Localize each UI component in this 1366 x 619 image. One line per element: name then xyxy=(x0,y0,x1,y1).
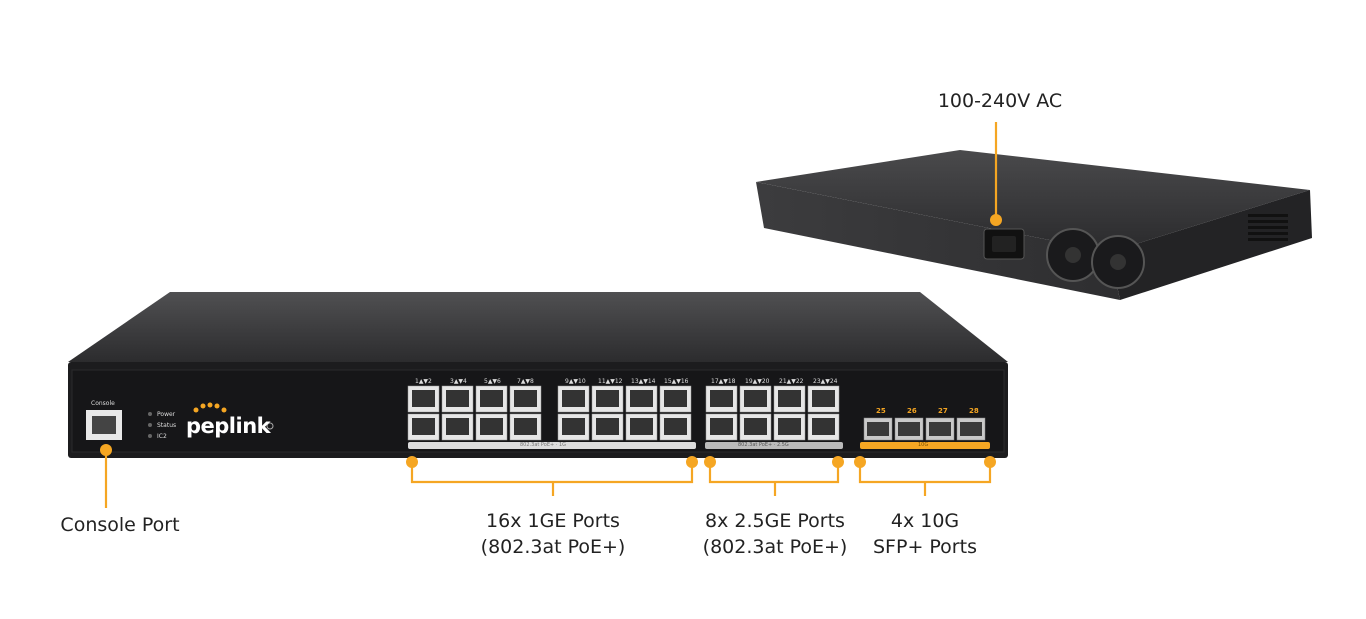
rj45-port-hole xyxy=(480,418,503,435)
ge25-ports-line2: (802.3at PoE+) xyxy=(702,536,848,558)
rj45-port-hole xyxy=(630,390,653,407)
brand-logo: peplink xyxy=(186,414,271,438)
ports-1ge-group-b xyxy=(557,385,692,441)
console-label: Console xyxy=(91,400,115,407)
port-label: 21▲▼22 xyxy=(779,378,804,385)
rj45-port-hole xyxy=(812,390,835,407)
sfp-cage-opening xyxy=(929,422,951,436)
rj45-port-hole xyxy=(596,390,619,407)
port-label: 15▲▼16 xyxy=(664,378,689,385)
sfp-number: 26 xyxy=(907,407,917,415)
rj45-port-hole xyxy=(630,418,653,435)
rj45-port-hole xyxy=(778,390,801,407)
rj45-port-hole xyxy=(562,418,585,435)
port-label: 17▲▼18 xyxy=(711,378,736,385)
port-label: 19▲▼20 xyxy=(745,378,770,385)
sfp-cage-opening xyxy=(960,422,982,436)
rj45-port-hole xyxy=(664,390,687,407)
ports-1ge-group-a xyxy=(407,385,542,441)
sfp-ports-line1: 4x 10G xyxy=(890,510,960,532)
port-label: 7▲▼8 xyxy=(517,378,534,385)
rj45-port-hole xyxy=(710,390,733,407)
sfp-number: 25 xyxy=(876,407,886,415)
rj45-port-hole xyxy=(710,418,733,435)
strip-label-25g: 802.3at PoE+ · 2.5G xyxy=(738,442,789,448)
rj45-port-hole xyxy=(778,418,801,435)
callout-dots xyxy=(100,214,1002,468)
rj45-port-hole xyxy=(514,418,537,435)
front-view-device xyxy=(68,292,1008,458)
sfp-number: 28 xyxy=(969,407,979,415)
callout-lines xyxy=(104,122,998,508)
ge25-ports-line1: 8x 2.5GE Ports xyxy=(705,510,845,532)
rj45-port-hole xyxy=(412,390,435,407)
rj45-port-hole xyxy=(812,418,835,435)
ge25-ports-callout: 8x 2.5GE Ports (802.3at PoE+) xyxy=(685,508,865,560)
strip-label-10g: 10G xyxy=(918,442,929,448)
rj45-port-hole xyxy=(664,418,687,435)
rj45-port-hole xyxy=(744,390,767,407)
power-callout-label: 100-240V AC xyxy=(937,90,1063,112)
sfp-cage-opening xyxy=(867,422,889,436)
sfp-ports-line2: SFP+ Ports xyxy=(873,536,977,558)
ge-ports-line1: 16x 1GE Ports xyxy=(486,510,620,532)
console-callout-label: Console Port xyxy=(60,514,180,536)
sfp-ports-callout: 4x 10G SFP+ Ports xyxy=(855,508,995,560)
led-status-label: Status xyxy=(157,422,177,429)
led-ic2-label: IC2 xyxy=(157,433,167,440)
port-label: 9▲▼10 xyxy=(565,378,586,385)
rj45-port-hole xyxy=(446,390,469,407)
port-label: 23▲▼24 xyxy=(813,378,838,385)
port-label: 11▲▼12 xyxy=(598,378,623,385)
rear-view-device xyxy=(756,150,1312,300)
port-label: 5▲▼6 xyxy=(484,378,501,385)
port-label: 3▲▼4 xyxy=(450,378,467,385)
sfp-cage-opening xyxy=(898,422,920,436)
ge-ports-callout: 16x 1GE Ports (802.3at PoE+) xyxy=(463,508,643,560)
led-power-label: Power xyxy=(157,411,176,418)
rj45-port-hole xyxy=(562,390,585,407)
rj45-port-hole xyxy=(514,390,537,407)
sfp-ports xyxy=(863,417,986,441)
rj45-port-hole xyxy=(596,418,619,435)
rj45-port-hole xyxy=(446,418,469,435)
strip-label-1g: 802.3at PoE+ · 1G xyxy=(520,442,566,448)
rj45-port-hole xyxy=(480,390,503,407)
port-label: 13▲▼14 xyxy=(631,378,656,385)
ports-25ge-group xyxy=(705,385,840,441)
rj45-port-hole xyxy=(744,418,767,435)
sfp-number: 27 xyxy=(938,407,948,415)
rj45-port-hole xyxy=(412,418,435,435)
ge-ports-line2: (802.3at PoE+) xyxy=(480,536,626,558)
port-label: 1▲▼2 xyxy=(415,378,432,385)
